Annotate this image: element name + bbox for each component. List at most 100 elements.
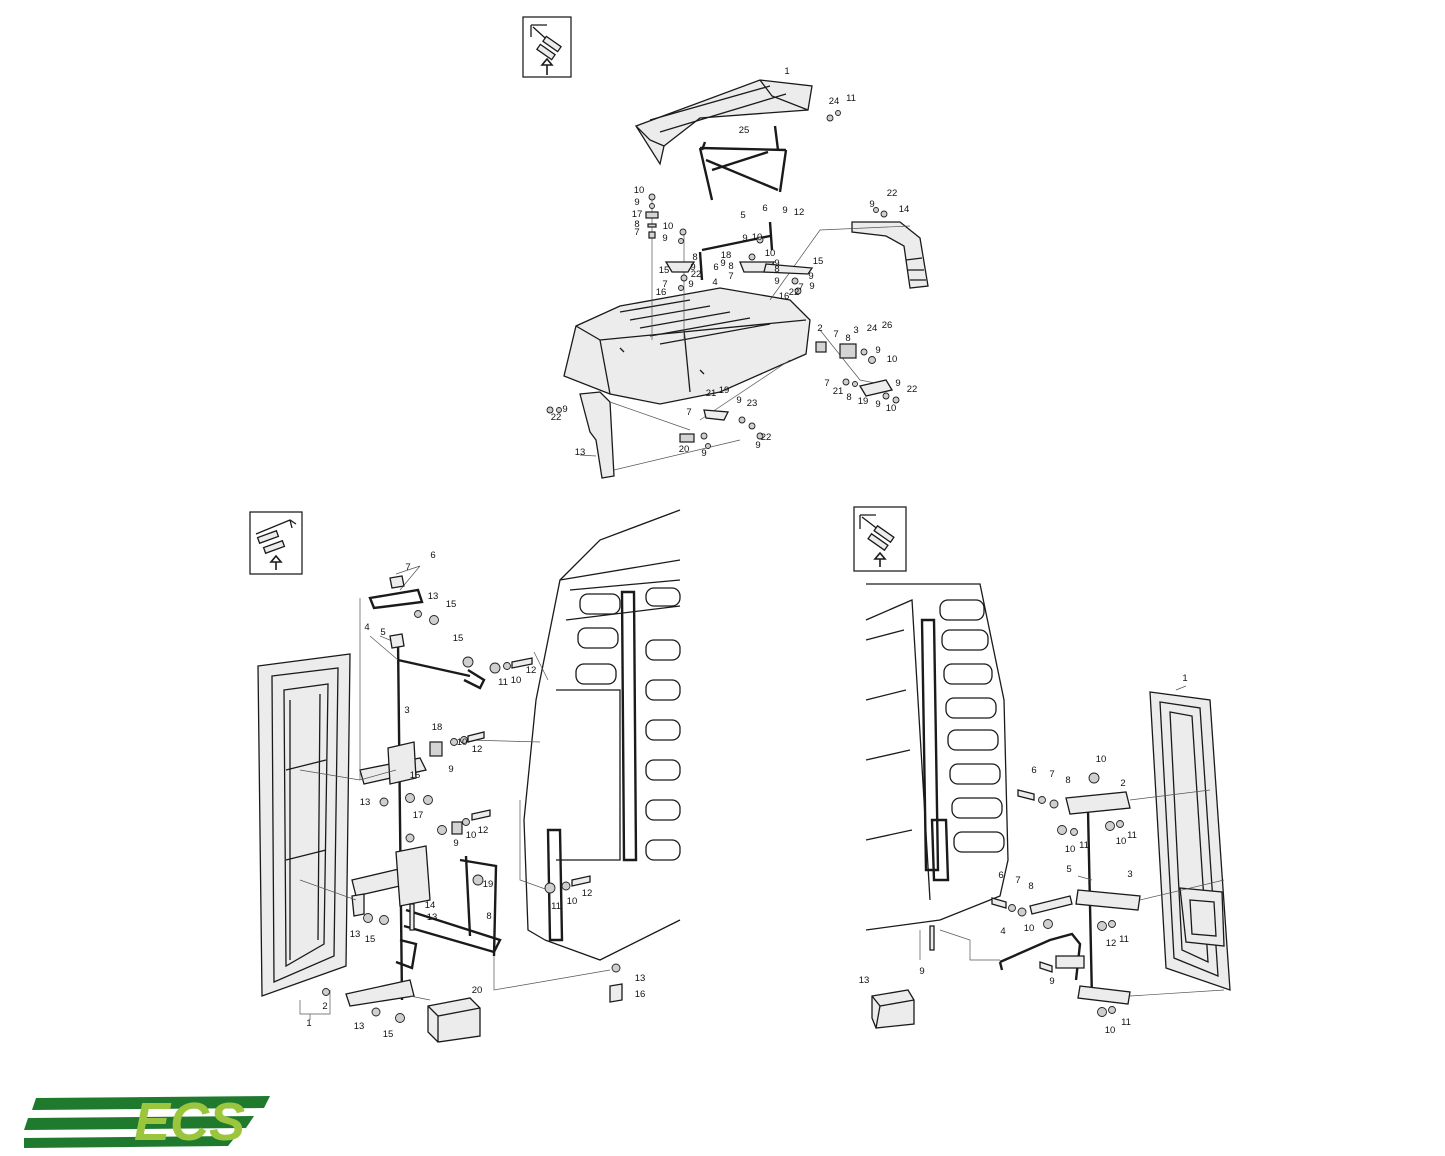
part-callout-right: 10 <box>1024 923 1035 934</box>
part-callout-top: 19 <box>858 396 869 407</box>
part-callout-top: 22 <box>761 432 772 443</box>
part-callout-right: 2 <box>1120 778 1125 789</box>
part-callout-top: 22 <box>887 188 898 199</box>
part-callout-right: 6 <box>998 870 1003 881</box>
part-callout-top: 9 <box>875 345 880 356</box>
part-callout-top: 24 <box>867 323 878 334</box>
part-callout-top: 8 <box>846 392 851 403</box>
part-callout-top: 4 <box>712 277 717 288</box>
part-callout-left: 19 <box>483 879 494 890</box>
part-callout-right: 11 <box>1079 840 1089 851</box>
part-callout-top: 10 <box>887 354 898 365</box>
van-window-slots <box>939 599 1005 853</box>
part-callout-top: 12 <box>794 207 805 218</box>
part-callout-right: 4 <box>1000 926 1005 937</box>
part-callout-top: 9 <box>782 205 787 216</box>
front-arrow-icon <box>853 506 907 572</box>
part-callout-left: 12 <box>582 888 593 899</box>
part-callout-top: 22 <box>551 412 562 423</box>
part-callout-left: 10 <box>511 675 522 686</box>
part-callout-top: 9 <box>720 258 725 269</box>
part-callout-left: 2 <box>322 1001 327 1012</box>
part-callout-right: 10 <box>1065 844 1076 855</box>
part-callout-left: 15 <box>383 1029 394 1040</box>
part-callout-top: 7 <box>634 227 639 238</box>
part-callout-right: 7 <box>1049 769 1054 780</box>
part-callout-left: 13 <box>354 1021 365 1032</box>
part-callout-left: 7 <box>405 562 410 573</box>
part-callout-left: 1 <box>306 1018 311 1029</box>
part-callout-left: 13 <box>350 929 361 940</box>
part-callout-right: 9 <box>1049 976 1054 987</box>
part-callout-top: 8 <box>845 333 850 344</box>
part-callout-left: 6 <box>430 550 435 561</box>
part-callout-right: 10 <box>1116 836 1127 847</box>
part-callout-left: 9 <box>453 838 458 849</box>
part-callout-right: 5 <box>1066 864 1071 875</box>
part-callout-right: 7 <box>1015 875 1020 886</box>
part-callout-left: 12 <box>478 825 489 836</box>
part-callout-top: 9 <box>774 276 779 287</box>
part-callout-left: 15 <box>410 770 421 781</box>
part-callout-top: 8 <box>774 264 779 275</box>
part-callout-right: 8 <box>1028 881 1033 892</box>
part-callout-top: 22 <box>907 384 918 395</box>
part-callout-top: 8 <box>728 261 733 272</box>
part-callout-top: 9 <box>662 233 667 244</box>
part-callout-left: 15 <box>453 633 464 644</box>
part-callout-left: 16 <box>635 989 646 1000</box>
part-callout-left: 14 <box>425 900 436 911</box>
part-callout-right: 11 <box>1127 830 1137 841</box>
part-callout-top: 9 <box>755 440 760 451</box>
part-callout-left: 15 <box>365 934 376 945</box>
part-callout-left: 13 <box>635 973 646 984</box>
part-callout-right: 9 <box>919 966 924 977</box>
part-callout-top: 1 <box>784 66 789 77</box>
part-callout-left: 8 <box>486 911 491 922</box>
part-callout-left: 13 <box>427 912 438 923</box>
part-callout-top: 7 <box>686 407 691 418</box>
part-callout-left: 15 <box>446 599 457 610</box>
part-callout-top: 7 <box>833 329 838 340</box>
part-callout-left: 3 <box>404 705 409 716</box>
part-callout-top: 9 <box>774 258 779 269</box>
part-callout-top: 20 <box>679 444 690 455</box>
part-callout-top: 10 <box>886 403 897 414</box>
part-callout-left: 18 <box>432 722 443 733</box>
part-callout-top: 16 <box>779 291 790 302</box>
part-callout-top: 24 <box>829 96 840 107</box>
part-callout-top: 6 <box>713 262 718 273</box>
part-callout-right: 11 <box>1121 1017 1131 1028</box>
part-callout-top: 10 <box>752 232 763 243</box>
part-callout-top: 21 <box>706 388 717 399</box>
part-callout-top: 8 <box>692 252 697 263</box>
part-callout-left: 12 <box>472 744 483 755</box>
part-callout-top: 7 <box>824 378 829 389</box>
part-callout-left: 10 <box>457 737 468 748</box>
part-callout-left: 13 <box>360 797 371 808</box>
part-callout-right: 11 <box>1119 934 1129 945</box>
part-callout-top: 18 <box>721 250 732 261</box>
part-callout-top: 9 <box>701 448 706 459</box>
part-callout-top: 9 <box>808 271 813 282</box>
part-callout-left: 13 <box>428 591 439 602</box>
front-arrow-icon <box>249 511 303 575</box>
part-callout-right: 12 <box>1106 938 1117 949</box>
part-callout-top: 10 <box>634 185 645 196</box>
part-callout-top: 7 <box>728 271 733 282</box>
part-callout-top: 9 <box>742 233 747 244</box>
part-callout-top: 3 <box>853 325 858 336</box>
part-callout-top: 9 <box>688 279 693 290</box>
part-callout-right: 8 <box>1065 775 1070 786</box>
part-callout-top: 15 <box>659 265 670 276</box>
part-callout-top: 22 <box>691 269 702 280</box>
front-arrow-icon <box>522 16 572 78</box>
part-callout-top: 16 <box>656 287 667 298</box>
part-callout-right: 1 <box>1182 673 1187 684</box>
part-callout-left: 4 <box>364 622 369 633</box>
part-callout-top: 2 <box>817 323 822 334</box>
